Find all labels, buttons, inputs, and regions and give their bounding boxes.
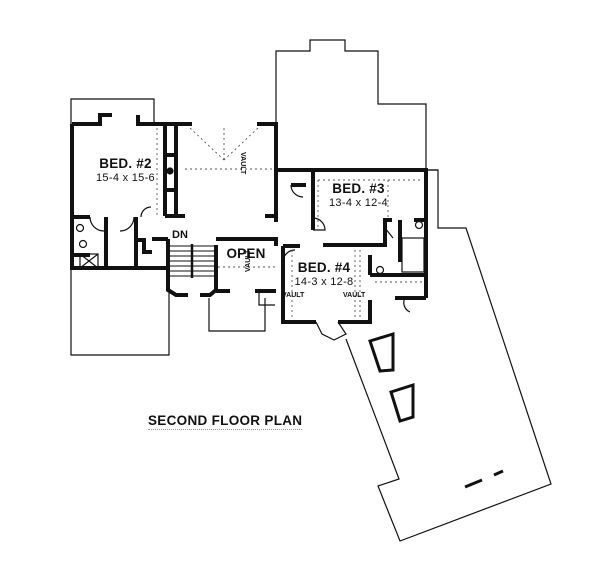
room-name: BED. #2 xyxy=(99,156,152,171)
room-name: OPEN xyxy=(226,246,266,261)
vault-label-upper: VAULT xyxy=(239,152,246,175)
plan-title: SECOND FLOOR PLAN xyxy=(148,413,303,430)
bay-window xyxy=(315,321,347,341)
room-name: BED. #4 xyxy=(297,260,351,275)
vault-label-open: VAULT xyxy=(245,249,252,272)
bath-fixtures xyxy=(75,167,425,275)
vault-label-bed4-right: VAULT xyxy=(343,292,366,299)
door-swings xyxy=(89,184,411,313)
dotted-ceiling-lines xyxy=(156,127,422,320)
exterior-walls xyxy=(70,113,428,324)
vault-label-bed4-left: VAULT xyxy=(282,292,305,299)
room-dimensions: 13-4 x 12-4 xyxy=(329,196,388,209)
room-bed-4: BED. #4 14-3 x 12-8 xyxy=(283,260,365,288)
wing-windows xyxy=(368,331,415,423)
room-open: OPEN xyxy=(222,246,270,262)
room-dimensions: 14-3 x 12-8 xyxy=(294,275,354,288)
stair-treads xyxy=(170,244,214,278)
stairs-down-label: DN xyxy=(172,229,188,241)
lower-floor-outline xyxy=(70,39,552,542)
room-bed-3: BED. #3 13-4 x 12-4 xyxy=(316,181,401,209)
room-name: BED. #3 xyxy=(332,181,385,196)
room-dimensions: 15-4 x 15-6 xyxy=(96,171,155,184)
room-bed-2: BED. #2 15-4 x 15-6 xyxy=(83,156,168,184)
